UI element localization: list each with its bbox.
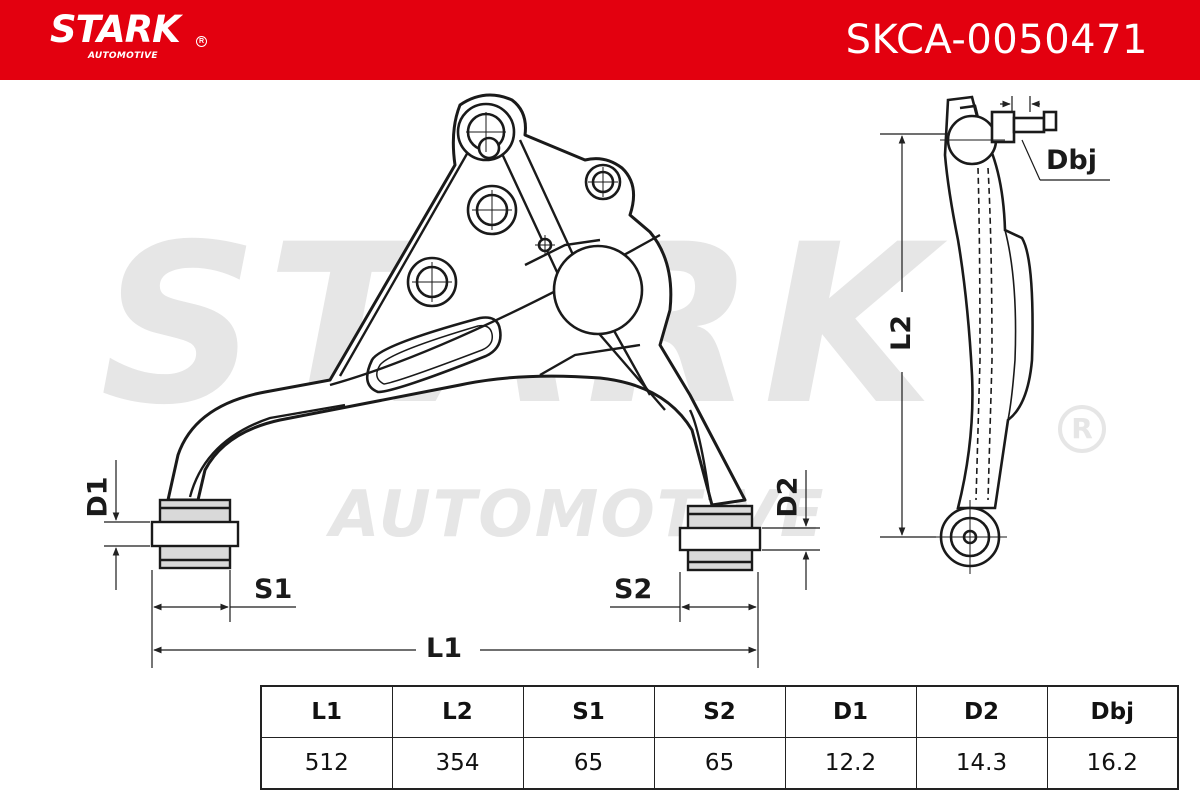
specs-header-d2: D2 (915, 685, 1048, 738)
brand-registered-mark: R (196, 36, 207, 47)
specs-table: L1 L2 S1 S2 D1 D2 Dbj 512 354 65 65 12.2… (260, 685, 1179, 790)
header-bar: STARK R AUTOMOTIVE SKCA-0050471 (0, 0, 1200, 80)
watermark-registered-mark: R (1058, 405, 1106, 453)
dimension-s1 (151, 570, 296, 668)
specs-header-row: L1 L2 S1 S2 D1 D2 Dbj (260, 685, 1179, 738)
specs-value-d1: 12.2 (784, 737, 917, 790)
dimension-s2 (610, 572, 759, 668)
left-bushing (150, 498, 240, 570)
control-arm-side-view (939, 95, 1058, 568)
specs-value-l2: 354 (391, 737, 524, 790)
specs-value-dbj: 16.2 (1046, 737, 1179, 790)
specs-header-dbj: Dbj (1046, 685, 1179, 738)
brand-subtitle: AUTOMOTIVE (88, 51, 158, 61)
specs-value-s2: 65 (653, 737, 786, 790)
specs-header-l1: L1 (260, 685, 393, 738)
specs-value-row: 512 354 65 65 12.2 14.3 16.2 (260, 737, 1179, 790)
specs-value-s1: 65 (522, 737, 655, 790)
hole-centerlines (412, 112, 618, 302)
label-s2: S2 (614, 574, 653, 605)
control-arm-front-view (166, 93, 747, 507)
dimension-l2 (880, 133, 946, 538)
label-l2: L2 (886, 315, 917, 351)
label-l1: L1 (426, 633, 462, 664)
brand-logo: STARK (50, 8, 181, 51)
side-view-centerlines (933, 139, 1007, 574)
part-number: SKCA-0050471 (845, 17, 1148, 63)
specs-value-l1: 512 (260, 737, 393, 790)
specs-value-d2: 14.3 (915, 737, 1048, 790)
specs-header-d1: D1 (784, 685, 917, 738)
arm-slot-inner (376, 324, 494, 385)
specs-header-s1: S1 (522, 685, 655, 738)
label-d2: D2 (772, 476, 804, 518)
label-dbj: Dbj (1046, 145, 1097, 176)
specs-header-s2: S2 (653, 685, 786, 738)
label-d1: D1 (82, 476, 114, 518)
specs-header-l2: L2 (391, 685, 524, 738)
arm-slot (365, 316, 502, 394)
label-s1: S1 (254, 574, 293, 605)
dimension-dbj (1000, 96, 1110, 181)
dimension-d1 (104, 460, 150, 590)
dimension-d2 (762, 470, 820, 590)
right-bushing (678, 504, 762, 572)
